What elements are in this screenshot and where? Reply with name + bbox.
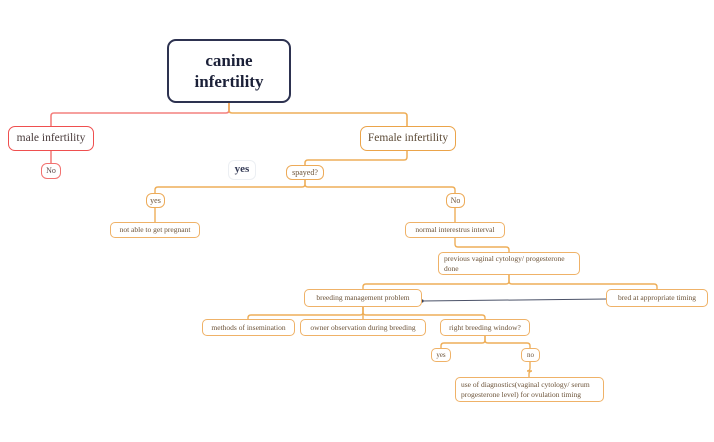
node-female-infertility[interactable]: Female infertility	[360, 126, 456, 151]
link-root-female	[228, 103, 408, 126]
node-spayed-no[interactable]: No	[446, 193, 465, 208]
link-window-yes	[440, 335, 486, 348]
link-spayed-yes	[154, 179, 306, 193]
node-window-no[interactable]: no	[521, 348, 540, 362]
node-use-of-diagnostics[interactable]: use of diagnostics(vaginal cytology/ ser…	[455, 377, 604, 402]
node-not-able-to-get-pregnant[interactable]: not able to get pregnant	[110, 222, 200, 238]
node-window-yes[interactable]: yes	[431, 348, 451, 362]
node-spayed-yes[interactable]: yes	[146, 193, 165, 208]
link-cytology-breeding	[362, 275, 510, 289]
node-bred-at-appropriate-timing[interactable]: bred at appropriate timing	[606, 289, 708, 307]
node-root[interactable]: canine infertility	[167, 39, 291, 103]
node-male-infertility[interactable]: male infertility	[8, 126, 94, 151]
link-female-spayed	[304, 151, 408, 165]
node-yes-floating[interactable]: yes	[228, 160, 256, 180]
node-spayed[interactable]: spayed?	[286, 165, 324, 180]
link-window-no	[484, 335, 531, 348]
link-cytology-bred	[508, 275, 658, 289]
node-owner-observation-during-breeding[interactable]: owner observation during breeding	[300, 319, 426, 336]
node-male-no[interactable]: No	[41, 163, 61, 179]
node-right-breeding-window[interactable]: right breeding window?	[440, 319, 530, 336]
node-previous-vaginal-cytology[interactable]: previous vaginal cytology/ progesterone …	[438, 252, 580, 275]
link-spayed-no	[304, 179, 456, 193]
node-breeding-management-problem[interactable]: breeding management problem	[304, 289, 422, 307]
link-cross-breeding-bred	[420, 298, 608, 302]
link-interestrus-cytology	[454, 238, 510, 252]
node-normal-interestrus-interval[interactable]: normal interestrus interval	[405, 222, 505, 238]
link-root-male	[50, 103, 230, 126]
link-no-diagnostics	[526, 362, 533, 377]
node-methods-of-insemination[interactable]: methods of insemination	[202, 319, 295, 336]
